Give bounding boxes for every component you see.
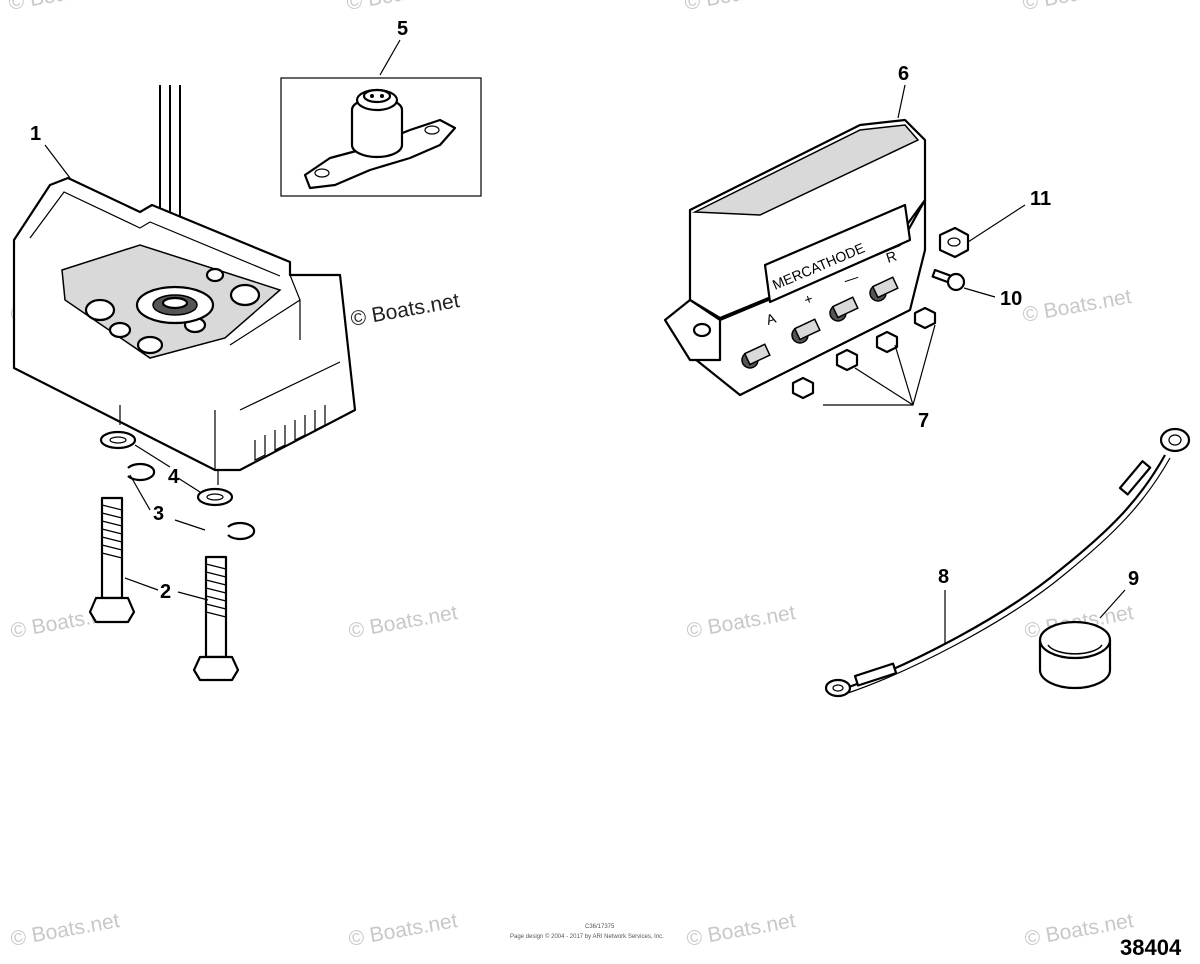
watermark-row2-mid: © Boats.net bbox=[349, 289, 462, 331]
watermark-row4-right: © Boats.net bbox=[685, 909, 798, 951]
leader-1 bbox=[44, 144, 71, 179]
leader-11 bbox=[967, 204, 1026, 243]
leader-3b bbox=[174, 519, 206, 531]
callout-4: 4 bbox=[168, 466, 180, 488]
callout-10: 10 bbox=[1000, 288, 1022, 310]
screw-and-nut bbox=[931, 226, 970, 292]
leader-3a bbox=[129, 474, 151, 511]
terminal-r-label: R bbox=[884, 248, 899, 266]
callout-9: 9 bbox=[1128, 568, 1139, 590]
anode-housing-part bbox=[12, 85, 357, 485]
leader-5 bbox=[379, 39, 401, 76]
footer-copyright: Page design © 2004 - 2017 by ARI Network… bbox=[510, 933, 664, 940]
terminal-cap bbox=[1038, 620, 1112, 690]
ground-strap bbox=[824, 427, 1191, 698]
leader-4a bbox=[134, 444, 171, 468]
leader-6 bbox=[897, 84, 906, 119]
leader-10 bbox=[963, 287, 996, 298]
mercathode-module bbox=[663, 118, 927, 397]
callout-1: 1 bbox=[30, 123, 41, 145]
watermark-row3-right: © Boats.net bbox=[685, 601, 798, 643]
terminal-nuts bbox=[791, 306, 937, 400]
watermark-row3-mid: © Boats.net bbox=[347, 601, 460, 643]
mercathode-label-plate bbox=[763, 203, 912, 304]
mounting-hardware bbox=[88, 430, 256, 682]
part-5-inset bbox=[280, 77, 482, 197]
leader-4b bbox=[177, 477, 201, 493]
callout-7: 7 bbox=[918, 410, 929, 432]
leader-7 bbox=[823, 324, 936, 406]
leader-2b bbox=[177, 591, 209, 601]
terminal-minus-label: — bbox=[842, 268, 860, 288]
diagram-number: 38404 bbox=[1120, 935, 1182, 960]
footer-code: C36/17375 bbox=[585, 924, 615, 930]
leader-2a bbox=[124, 577, 159, 591]
callout-2: 2 bbox=[160, 581, 171, 603]
callout-11: 11 bbox=[1030, 188, 1051, 210]
watermark-top-mid: © Boats.net bbox=[345, 0, 458, 15]
watermark-top-left: © Boats.net bbox=[7, 0, 120, 15]
callout-6: 6 bbox=[898, 63, 909, 85]
callout-8: 8 bbox=[938, 566, 949, 588]
watermark-row2-far-right: © Boats.net bbox=[1021, 285, 1134, 327]
watermark-top-right: © Boats.net bbox=[683, 0, 796, 15]
callout-3: 3 bbox=[153, 503, 164, 525]
leader-9 bbox=[1099, 589, 1126, 619]
watermark-top-far-right: © Boats.net bbox=[1021, 0, 1134, 15]
callout-5: 5 bbox=[397, 18, 408, 40]
watermark-row4-far-right: © Boats.net bbox=[1023, 909, 1136, 951]
watermark-row4-mid: © Boats.net bbox=[347, 909, 460, 951]
watermark-row4-left: © Boats.net bbox=[9, 909, 122, 951]
